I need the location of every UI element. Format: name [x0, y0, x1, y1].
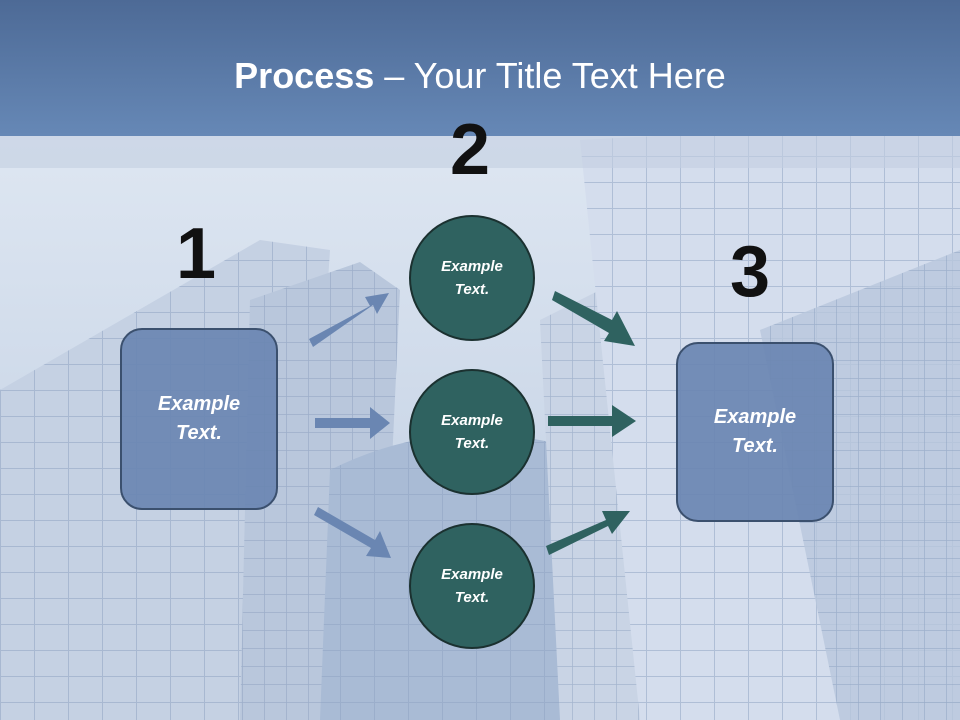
arrow-to-circle-3: [314, 507, 391, 558]
step-1-box[interactable]: Example Text.: [120, 328, 278, 510]
step-2-circle-middle[interactable]: Example Text.: [409, 369, 535, 495]
step-2-circle-top[interactable]: Example Text.: [409, 215, 535, 341]
arrow-from-circle-3: [546, 511, 630, 555]
step-3-line2: Text.: [732, 435, 778, 457]
step-number-3: 3: [730, 232, 771, 312]
circle-3-line1: Example: [441, 566, 503, 583]
circle-1-line2: Text.: [454, 281, 490, 298]
arrow-to-circle-2: [315, 407, 390, 439]
left-arrows: [309, 293, 391, 558]
step-1-line2: Text.: [176, 422, 222, 444]
arrow-to-circle-1: [309, 293, 389, 347]
step-number-2: 2: [450, 110, 491, 190]
circle-2-line2: Text.: [454, 435, 490, 452]
title-bar: [0, 0, 960, 136]
step-1-line1: Example: [157, 393, 241, 415]
title-rest: – Your Title Text Here: [374, 55, 726, 96]
step-2-circle-bottom[interactable]: Example Text.: [409, 523, 535, 649]
step-number-1: 1: [176, 214, 217, 294]
step-3-line1: Example: [713, 406, 797, 428]
circle-1-line1: Example: [441, 258, 503, 275]
step-3-box[interactable]: Example Text.: [676, 342, 834, 522]
title-bold: Process: [234, 55, 375, 96]
arrow-from-circle-1: [552, 291, 635, 346]
right-arrows: [546, 291, 636, 555]
circle-3-line2: Text.: [454, 589, 490, 606]
circle-2-line1: Example: [441, 412, 503, 429]
slide-title: Process – Your Title Text Here: [0, 54, 960, 98]
arrow-from-circle-2: [548, 405, 636, 437]
